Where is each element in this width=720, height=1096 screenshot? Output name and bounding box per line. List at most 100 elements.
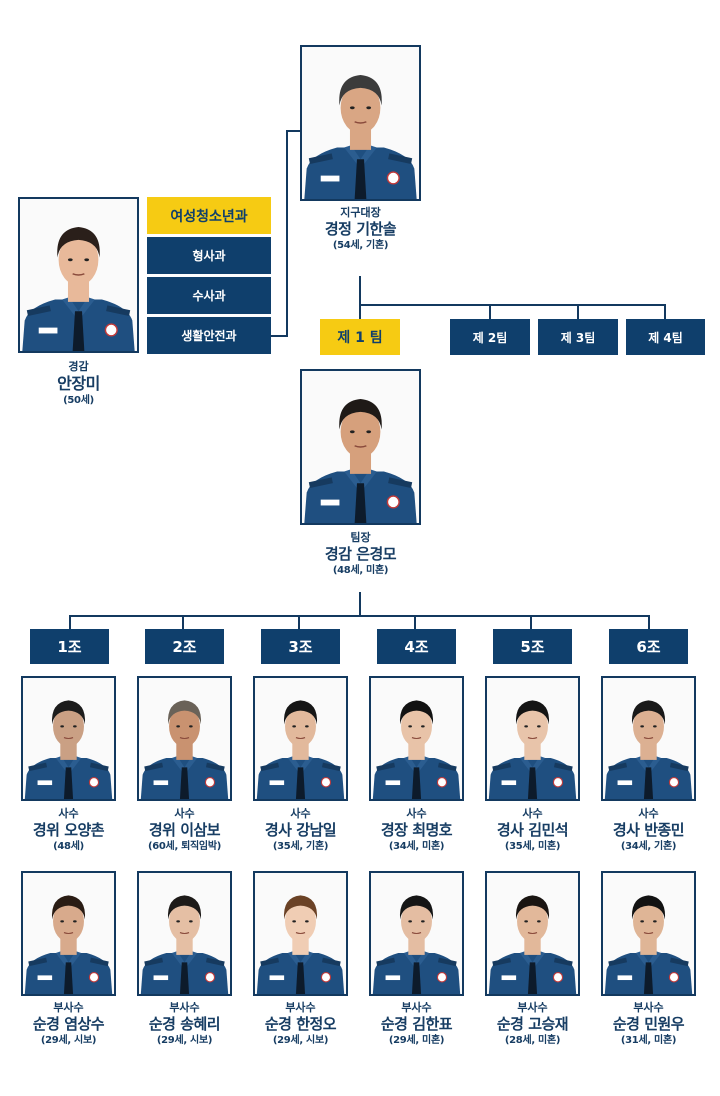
uniform-tie [63,962,74,994]
portrait-eye-right [305,920,309,923]
left-officer-rank: 경감 [68,360,89,373]
epaulette-left [492,957,512,967]
police-badge [204,972,216,983]
portrait-mouth [179,737,190,740]
portrait-neck [349,452,372,474]
portrait-mouth [72,273,85,276]
epaulette-right [553,957,573,967]
epaulette-left [376,762,396,772]
portrait-eye-right [537,725,541,728]
portrait-neck [349,128,372,150]
portrait-hair [283,700,318,725]
portrait-hair [339,75,382,106]
portrait-mouth [411,932,422,935]
uniform-tie [63,767,74,799]
portrait-neck [408,938,425,955]
uniform-tie [179,767,190,799]
epaulette-right [205,762,225,772]
portrait-mouth [643,737,654,740]
squad-1-senior-caption: 사수 경위 오양촌 (48세) [8,808,129,852]
connector-team4 [664,304,666,320]
squad-1-junior-info: (29세, 시보) [40,1035,97,1046]
name-tag [617,975,633,981]
uniform-collar [62,297,95,321]
uniform-collar [403,951,430,970]
uniform-tie [643,962,654,994]
portrait-face [401,705,432,747]
uniform-collar [344,469,377,493]
portrait-eye-right [73,725,77,728]
uniform-collar [344,145,377,169]
squad-3-junior-name: 순경 한정오 [264,1015,337,1033]
epaulette-left [28,957,48,967]
epaulette-right [388,153,413,164]
epaulette-right [89,762,109,772]
epaulette-left [308,477,333,488]
epaulette-right [321,957,341,967]
connector-squad5 [530,615,532,629]
portrait-mouth [63,932,74,935]
portrait-eye-right [73,920,77,923]
squad-4-junior-photo [369,871,464,996]
police-badge [552,777,564,788]
squad-4-junior-name: 순경 김한표 [380,1015,453,1033]
portrait-eye-left [349,430,355,434]
squad-2-junior-photo [137,871,232,996]
name-tag [269,975,285,981]
epaulette-right [106,305,131,316]
team-2-label: 제 2팀 [450,319,530,355]
left-officer-caption: 경감 안장미 (50세) [18,361,139,406]
portrait-hair [515,700,550,725]
portrait-mouth [295,932,306,935]
portrait-eye-left [640,920,644,923]
squad-2-senior-photo [137,676,232,801]
squad-2-senior-role: 사수 [174,807,195,820]
squad-1-senior-name: 경위 오양촌 [32,821,105,839]
uniform-collar [55,951,82,970]
connector-chief-to-teams [359,276,361,320]
police-badge [386,171,400,185]
portrait-eye-left [408,920,412,923]
squad-6-senior-photo [601,676,696,801]
connector-teams-horizontal [359,304,665,306]
portrait-face [633,900,664,942]
uniform-tie [295,767,306,799]
connector-departments-vertical [286,130,288,337]
portrait-hair [631,895,666,920]
portrait-eye-right [366,430,372,434]
epaulette-left [260,762,280,772]
uniform-collar [287,951,314,970]
portrait-mouth [643,932,654,935]
team-1-label: 제 1 팀 [320,319,400,355]
police-badge [104,323,118,337]
epaulette-right [437,957,457,967]
police-badge [320,777,332,788]
uniform-tie [354,483,367,523]
squad-4-senior-role: 사수 [406,807,427,820]
portrait-eye-left [640,725,644,728]
epaulette-right [388,477,413,488]
team-4-label: 제 4팀 [626,319,705,355]
epaulette-left [26,305,51,316]
portrait-eye-left [349,106,355,110]
squad-1-senior-info: (48세) [53,841,84,852]
portrait-face [169,705,200,747]
portrait-eye-left [176,725,180,728]
portrait-neck [292,938,309,955]
squad-3-senior-photo [253,676,348,801]
name-tag [385,975,401,981]
police-badge [436,777,448,788]
squad-4-senior-caption: 사수 경장 최명호 (34세, 미혼) [356,808,477,852]
portrait-mouth [527,737,538,740]
epaulette-right [669,957,689,967]
name-tag [38,327,58,334]
portrait-neck [60,743,77,760]
portrait-mouth [179,932,190,935]
uniform-collar [635,756,662,775]
name-tag [37,780,53,786]
portrait-illustration [23,678,114,799]
portrait-eye-right [189,920,193,923]
uniform-collar [287,756,314,775]
portrait-illustration [603,678,694,799]
epaulette-right [437,762,457,772]
